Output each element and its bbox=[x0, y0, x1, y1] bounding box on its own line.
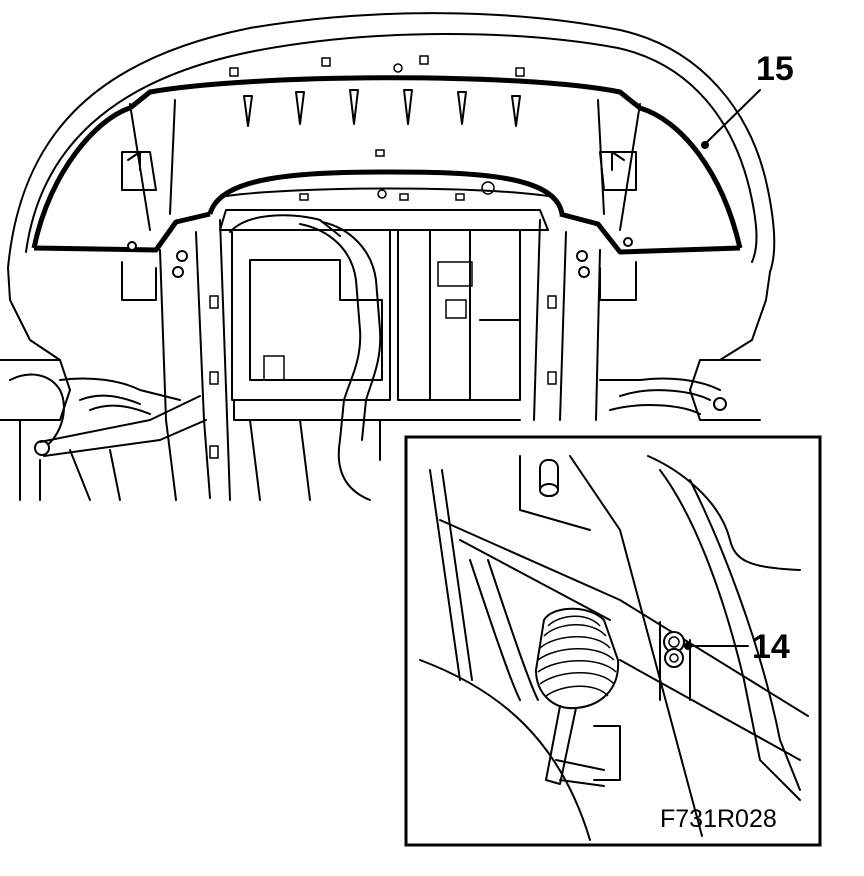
subframe bbox=[159, 181, 601, 501]
bumper-cover-leader-dot bbox=[701, 141, 709, 149]
screw-14 bbox=[659, 621, 691, 701]
left-suspension bbox=[0, 359, 207, 501]
detail-inset-frame bbox=[404, 435, 822, 847]
screw-leader-dot bbox=[684, 642, 692, 650]
engine-components bbox=[231, 221, 521, 501]
cover-vents bbox=[229, 55, 525, 157]
main-view: 15 bbox=[0, 12, 794, 501]
steering-boot bbox=[534, 607, 620, 787]
callout-15: 15 bbox=[756, 50, 794, 88]
detail-inset: 14 F731R028 bbox=[404, 435, 822, 847]
bumper-cover-leader bbox=[704, 89, 761, 145]
inset-drawing bbox=[419, 455, 809, 841]
figure-code: F731R028 bbox=[660, 805, 777, 833]
side-brackets bbox=[121, 151, 637, 301]
right-suspension bbox=[599, 359, 761, 421]
callout-14: 14 bbox=[752, 628, 790, 666]
